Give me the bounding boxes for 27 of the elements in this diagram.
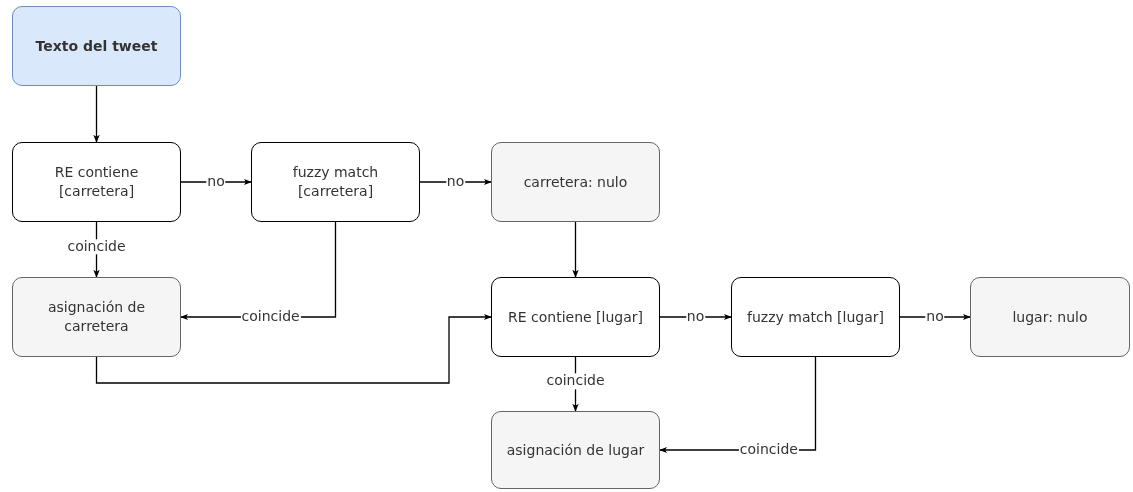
arrow [95,313,492,384]
node-text: fuzzy match [lugar] [747,307,884,327]
process-box [12,142,181,222]
node-text: lugar: nulo [1012,307,1088,327]
node-text: RE contiene [lugar] [508,307,643,327]
arrow [93,85,100,143]
process-box [12,277,181,357]
process-box [491,142,660,222]
arrow [572,221,579,278]
arrow [180,178,252,186]
process-box [970,277,1130,357]
node-text: Texto del tweet [35,36,158,56]
process-box [731,277,900,357]
process-box [251,142,420,222]
arrow [659,313,732,321]
edge-label: coincide [66,239,127,255]
node-text: RE contiene [carretera] [53,163,140,201]
process-box [491,277,660,357]
arrow [419,178,492,186]
edge-label: coincide [545,373,606,389]
node-text: asignación de lugar [506,440,645,460]
node-text: fuzzy match [carretera] [291,163,380,201]
process-box [12,6,181,86]
process-box [491,411,660,489]
arrow [899,313,971,321]
node-text: carretera: nulo [523,172,628,192]
node-text: asignación de carretera [46,298,147,336]
